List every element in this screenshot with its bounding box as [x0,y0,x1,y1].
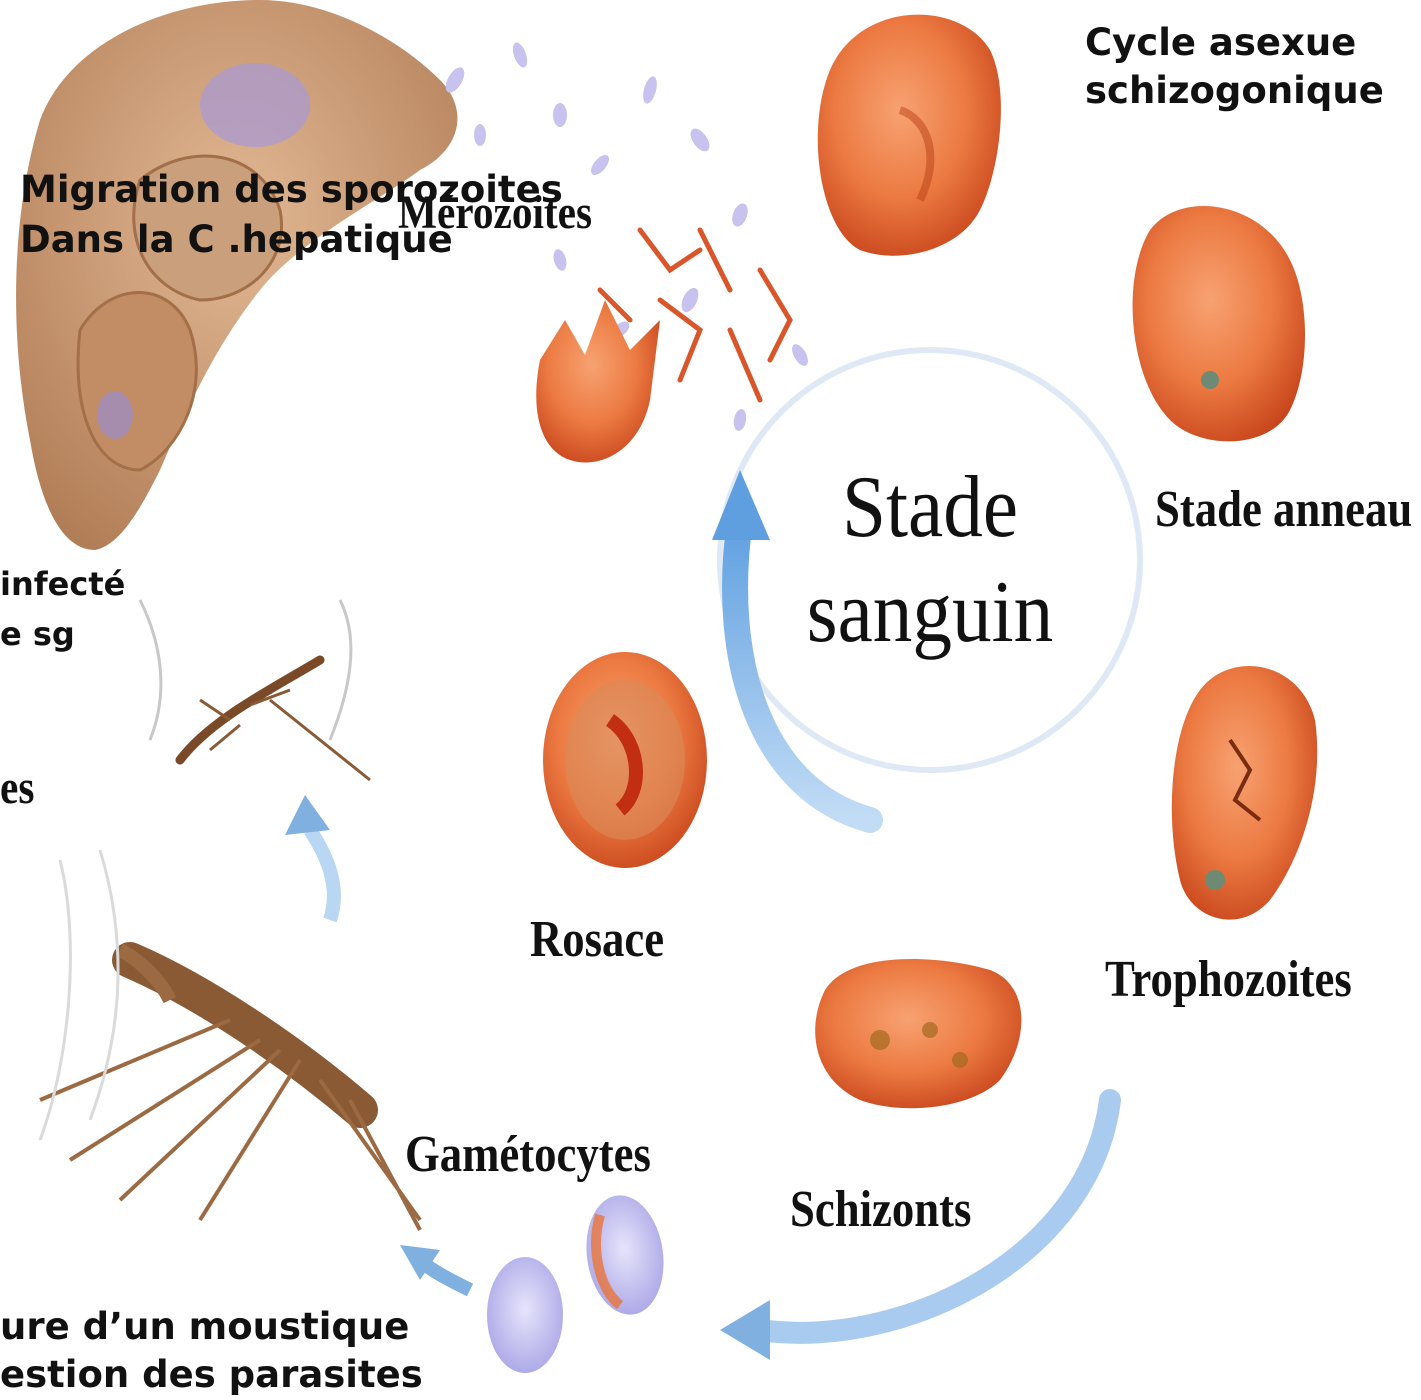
rosace-label: Rosace [530,910,664,969]
red-blood-cell-trophozoite [1172,666,1317,920]
schizogonique-label: schizogonique [1085,66,1384,116]
piqure-label: ure d’un moustique [0,1302,409,1352]
red-blood-cell-ring-stage [1133,206,1305,441]
ruptured-cell [536,300,660,463]
hepatique-label: Dans la C .hepatique [20,215,453,265]
stade-sanguin-title: Stade sanguin [795,455,1065,665]
mosquito-icon [140,600,370,780]
arrow-head-mosquito-up [285,795,330,835]
gametocytes-cells [487,1190,671,1373]
red-blood-cell-icon [818,15,1001,256]
arrow-head-gametocytes [720,1300,770,1360]
ingestion-label: estion des parasites [0,1350,423,1400]
stade-anneau-label: Stade anneau [1155,480,1412,539]
partial-es-label: es [0,760,34,815]
cycle-asexue-label: Cycle asexue [1085,18,1356,68]
arrow-mosquito-up [310,830,334,920]
trophozoites-label: Trophozoites [1105,950,1352,1009]
gametocytes-label: Gamétocytes [405,1125,651,1184]
sg-label: e sg [0,612,75,656]
mosquito-large-icon [40,850,420,1230]
infecte-label: infecté [0,562,125,606]
red-blood-cell-rosace [543,652,707,868]
red-blood-cell-schizont [815,959,1021,1108]
merozoites-label: Mérozoites [398,185,592,240]
schizonts-label: Schizonts [790,1180,971,1239]
liver-illustration [16,0,457,550]
